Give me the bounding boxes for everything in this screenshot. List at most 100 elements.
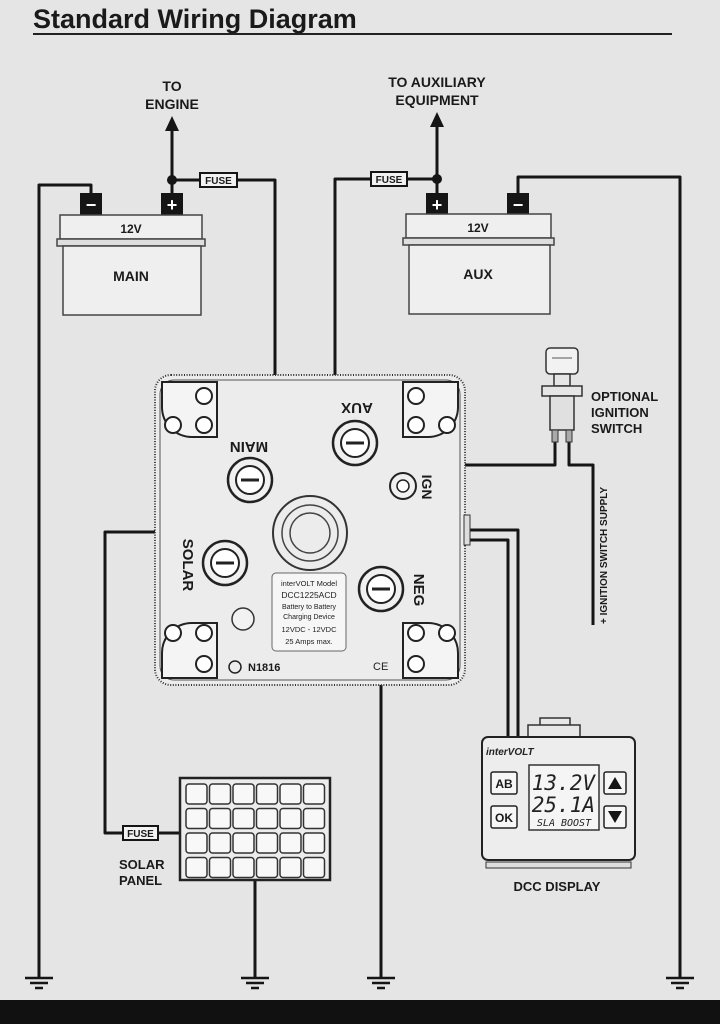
compliance-mark-icon bbox=[228, 660, 242, 674]
solar-cell bbox=[185, 856, 208, 879]
solar-cell bbox=[279, 856, 302, 879]
solar-cell bbox=[255, 783, 279, 805]
to-aux-label: TO AUXILIARY bbox=[388, 74, 486, 90]
up-button[interactable] bbox=[603, 771, 627, 795]
solar-cell bbox=[255, 856, 279, 879]
optional-ignition-label: IGNITION bbox=[591, 405, 649, 420]
solar-cell bbox=[302, 832, 326, 854]
battery-main-negative-terminal bbox=[80, 193, 102, 215]
solar-cell bbox=[208, 807, 232, 830]
solar-cell bbox=[185, 783, 208, 805]
screen-bezel bbox=[0, 1000, 720, 1024]
battery-aux-negative-sign: − bbox=[513, 195, 524, 215]
model-plate bbox=[271, 572, 347, 652]
model-line: 12VDC - 12VDC bbox=[281, 625, 337, 634]
lcd-current: 25.1A bbox=[532, 793, 595, 817]
display-brand: interVOLT bbox=[486, 747, 534, 758]
terminal-solar-label: SOLAR bbox=[179, 539, 196, 592]
to-engine-label: TO bbox=[162, 78, 181, 94]
triangle-up-icon bbox=[608, 777, 622, 789]
solar-cell bbox=[208, 856, 232, 879]
battery-main-negative-sign: − bbox=[86, 195, 97, 215]
battery-aux-name: AUX bbox=[463, 266, 493, 282]
battery-main-voltage: 12V bbox=[120, 222, 141, 236]
fuse-solar: FUSE bbox=[122, 825, 159, 841]
optional-ignition-label: SWITCH bbox=[591, 421, 642, 436]
ce-mark: CE bbox=[373, 661, 388, 673]
arrow-up-icon bbox=[430, 112, 444, 127]
solar-cell bbox=[232, 856, 255, 879]
battery-main-name: MAIN bbox=[113, 268, 149, 284]
model-line: interVOLT Model bbox=[281, 579, 337, 588]
model-line: Charging Device bbox=[283, 614, 335, 621]
arrow-up-icon bbox=[165, 116, 179, 131]
solar-cell bbox=[279, 807, 302, 830]
terminal-aux-label: AUX bbox=[341, 399, 373, 416]
solar-cell bbox=[279, 832, 302, 854]
wire-ignition-supply bbox=[567, 440, 595, 625]
solar-cell bbox=[185, 832, 208, 854]
solar-cell bbox=[208, 832, 232, 854]
center-connector bbox=[272, 495, 348, 571]
lcd-mode: SLA BOOST bbox=[537, 818, 592, 829]
solar-panel-label: SOLAR bbox=[119, 857, 165, 872]
svg-text:FUSE: FUSE bbox=[127, 829, 154, 840]
svg-text:OK: OK bbox=[495, 811, 513, 825]
battery-main-positive-terminal bbox=[161, 193, 183, 215]
solar-cell bbox=[232, 783, 255, 805]
model-line: DCC1225ACD bbox=[281, 590, 336, 600]
terminal-aux-screw bbox=[331, 419, 379, 467]
svg-text:FUSE: FUSE bbox=[376, 175, 403, 186]
dcc-display: interVOLT 13.2V 25.1A SLA BOOST AB OK bbox=[481, 717, 636, 869]
solar-cell bbox=[208, 783, 232, 805]
vent-hole bbox=[231, 607, 255, 631]
wire-main-negative bbox=[37, 183, 93, 978]
serial-number: N1816 bbox=[248, 662, 280, 674]
junction-aux bbox=[432, 174, 442, 184]
battery-main: − + 12V MAIN bbox=[56, 193, 206, 316]
to-engine-label: ENGINE bbox=[145, 96, 199, 112]
terminal-ign-screw bbox=[389, 472, 417, 500]
battery-aux-positive-terminal bbox=[426, 193, 448, 215]
page-title: Standard Wiring Diagram bbox=[33, 4, 357, 34]
battery-aux-voltage: 12V bbox=[467, 221, 488, 235]
ignition-key-icon bbox=[545, 347, 579, 375]
solar-cell bbox=[302, 807, 326, 830]
solar-cell bbox=[302, 856, 326, 879]
terminal-solar-screw bbox=[201, 539, 249, 587]
terminal-ign-label: IGN bbox=[419, 475, 435, 500]
battery-aux-positive-sign: + bbox=[432, 195, 443, 215]
ignition-switch bbox=[541, 347, 583, 443]
lcd-voltage: 13.2V bbox=[532, 771, 597, 795]
ground-symbols bbox=[25, 976, 694, 990]
terminal-main-screw bbox=[226, 456, 274, 504]
solar-panel-label: PANEL bbox=[119, 873, 162, 888]
battery-aux-negative-terminal bbox=[507, 193, 529, 215]
terminal-neg-screw bbox=[357, 565, 405, 613]
solar-cell bbox=[255, 832, 279, 854]
solar-cell bbox=[302, 783, 326, 805]
terminal-main-label: MAIN bbox=[230, 438, 268, 455]
solar-cell bbox=[279, 783, 302, 805]
svg-text:FUSE: FUSE bbox=[205, 176, 232, 187]
wire-display-1 bbox=[465, 528, 520, 737]
battery-main-positive-sign: + bbox=[167, 195, 178, 215]
ab-button[interactable]: AB bbox=[490, 771, 518, 795]
ignition-supply-label: + IGNITION SWITCH SUPPLY bbox=[599, 487, 610, 624]
junction-main bbox=[167, 175, 177, 185]
mounting-holes bbox=[164, 387, 456, 673]
svg-text:AB: AB bbox=[495, 777, 513, 791]
solar-cell bbox=[232, 832, 255, 854]
solar-cell bbox=[255, 807, 279, 830]
ok-button[interactable]: OK bbox=[490, 805, 518, 829]
wire-aux-negative bbox=[516, 175, 682, 978]
down-button[interactable] bbox=[603, 805, 627, 829]
solar-cell bbox=[185, 807, 208, 830]
triangle-down-icon bbox=[608, 811, 622, 823]
model-line: Battery to Battery bbox=[282, 604, 337, 611]
battery-aux: + − 12V AUX bbox=[402, 193, 555, 315]
wire-display-2 bbox=[465, 538, 510, 737]
terminal-neg-label: NEG bbox=[410, 574, 427, 607]
